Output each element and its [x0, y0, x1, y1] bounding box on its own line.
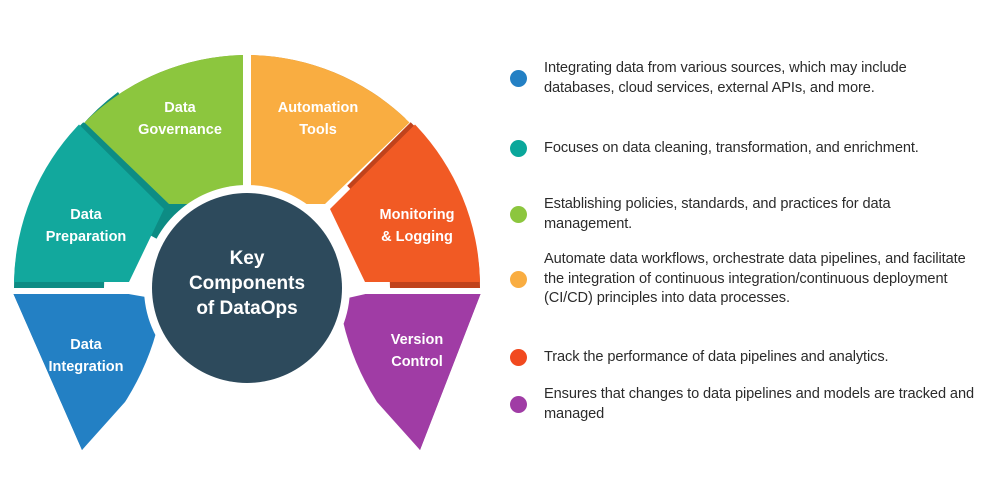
- data-governance-label-line1: Data: [164, 100, 196, 116]
- monitoring-logging-label-line1: Monitoring: [380, 207, 455, 223]
- legend-bullet-icon: [510, 396, 527, 413]
- automation-tools-shape: [251, 55, 410, 204]
- segment-version-control[interactable]: Version Control: [339, 294, 481, 450]
- segment-data-preparation[interactable]: Data Preparation: [14, 122, 164, 288]
- legend-item-text: Ensures that changes to data pipelines a…: [544, 386, 974, 422]
- data-governance-shape: [84, 55, 243, 204]
- data-preparation-label-line2: Preparation: [46, 229, 127, 245]
- segment-automation-tools[interactable]: Automation Tools: [251, 55, 410, 204]
- legend-item-data-integration[interactable]: Integrating data from various sources, w…: [510, 59, 990, 98]
- data-integration-shape: [13, 294, 163, 450]
- legend-item-data-preparation[interactable]: Focuses on data cleaning, transformation…: [510, 139, 990, 159]
- segment-data-governance[interactable]: Data Governance: [84, 55, 244, 204]
- legend-item-text: Establishing policies, standards, and pr…: [544, 196, 891, 232]
- legend-bullet-icon: [510, 140, 527, 158]
- legend-bullet-icon: [510, 270, 527, 288]
- center-circle: [152, 193, 342, 383]
- data-governance-label-line2: Governance: [138, 122, 222, 138]
- data-integration-label-line1: Data: [70, 337, 102, 353]
- segment-data-integration[interactable]: Data Integration: [13, 294, 164, 450]
- data-preparation-shape: [14, 124, 164, 282]
- legend-item-automation-tools[interactable]: Automate data workflows, orchestrate dat…: [510, 250, 990, 309]
- legend-item-monitoring-logging[interactable]: Track the performance of data pipelines …: [510, 348, 990, 368]
- legend-bullet-icon: [510, 206, 527, 223]
- center-title-line3: of DataOps: [196, 298, 297, 319]
- legend-item-text: Automate data workflows, orchestrate dat…: [544, 251, 966, 306]
- legend-item-data-governance[interactable]: Establishing policies, standards, and pr…: [510, 195, 990, 234]
- center-title-line2: Components: [189, 273, 305, 294]
- legend-item-text: Integrating data from various sources, w…: [544, 60, 907, 96]
- dataops-wheel: Data Preparation Data Governance Automat…: [13, 55, 481, 450]
- center-hub[interactable]: Key Components of DataOps: [152, 193, 342, 383]
- automation-tools-label-line1: Automation: [278, 100, 359, 116]
- monitoring-logging-label-line2: & Logging: [381, 229, 453, 245]
- version-control-shape: [339, 294, 481, 450]
- legend-bullet-icon: [510, 349, 527, 367]
- center-title-line1: Key: [230, 248, 265, 269]
- legend-bullet-icon: [510, 70, 527, 87]
- version-control-label-line1: Version: [391, 332, 443, 348]
- version-control-label-line2: Control: [391, 354, 443, 370]
- automation-tools-label-line2: Tools: [299, 122, 337, 138]
- data-integration-label-line2: Integration: [49, 359, 124, 375]
- legend: Integrating data from various sources, w…: [510, 45, 990, 465]
- legend-item-text: Track the performance of data pipelines …: [544, 349, 889, 365]
- legend-item-version-control[interactable]: Ensures that changes to data pipelines a…: [510, 385, 990, 424]
- monitoring-logging-shape: [330, 124, 480, 282]
- segment-monitoring-logging[interactable]: Monitoring & Logging: [330, 122, 480, 288]
- legend-item-text: Focuses on data cleaning, transformation…: [544, 140, 919, 156]
- data-preparation-label-line1: Data: [70, 207, 102, 223]
